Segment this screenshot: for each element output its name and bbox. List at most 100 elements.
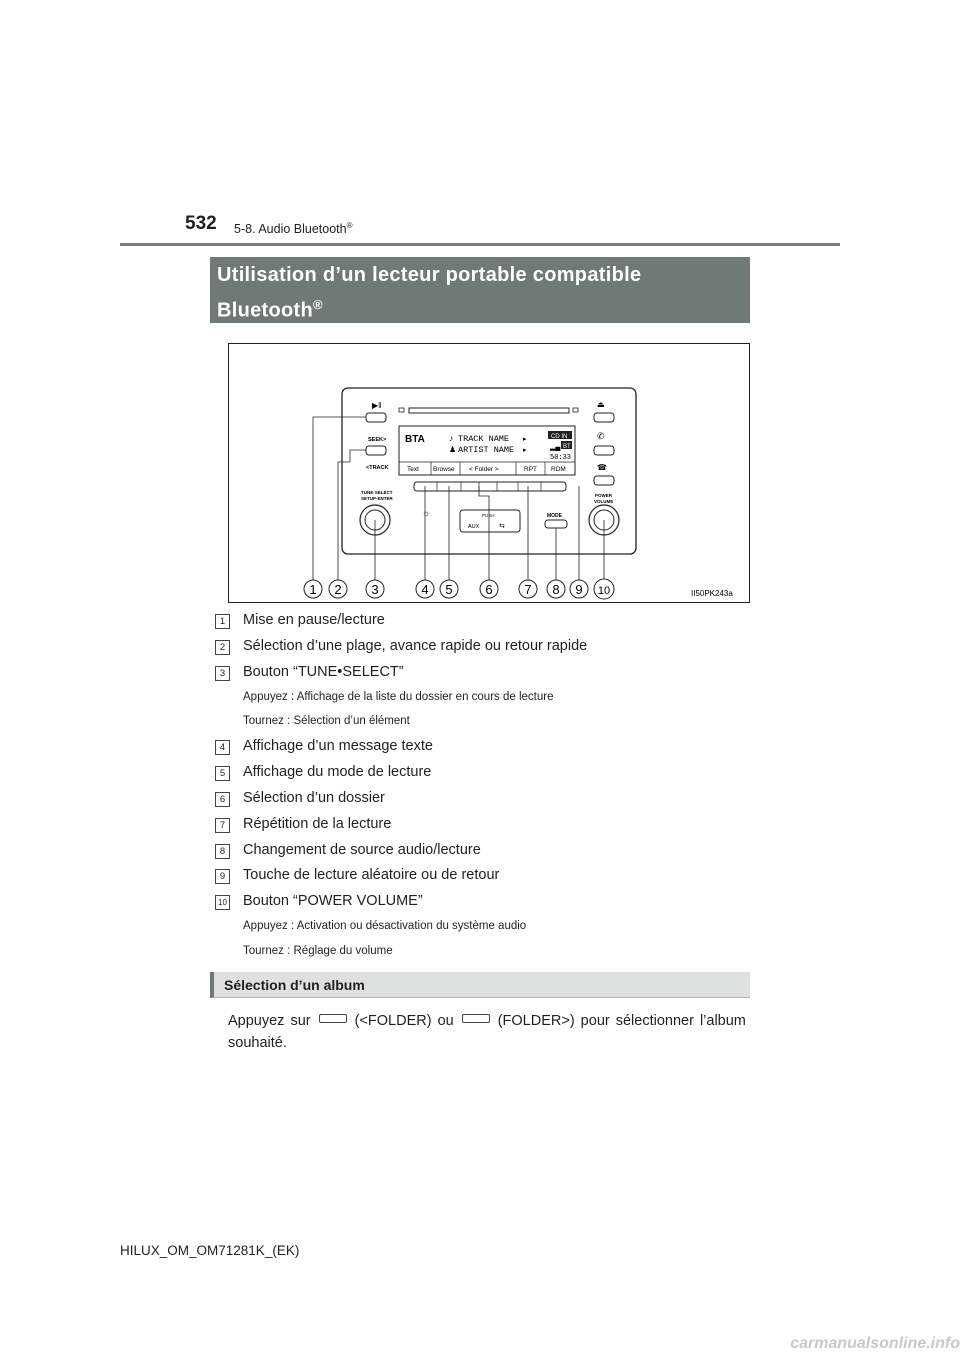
play-pause-icon: ▶‖: [372, 401, 381, 410]
item-text: Changement de source audio/lecture: [243, 842, 481, 858]
audio-unit-illustration: BTA ♪ TRACK NAME ♟ ARTIST NAME ▸ ▸ CD IN…: [303, 387, 733, 600]
phone-icon: ✆: [597, 431, 605, 441]
callout-3-label: 3: [371, 582, 378, 597]
album-text-d: souhaité.: [228, 1035, 287, 1051]
album-text-c: (FOLDER>) pour sélectionner l’album: [497, 1013, 746, 1029]
item-number: 9: [215, 869, 230, 884]
item-number: 7: [215, 818, 230, 833]
setup-enter-label: SETUP·ENTER: [361, 496, 394, 501]
footer-code: HILUX_OM_OM71281K_(EK): [120, 1243, 300, 1258]
callout-7: [518, 579, 538, 599]
aux-label: AUX: [468, 524, 480, 530]
softkey-browse-label: Browse: [433, 466, 455, 473]
phone-button: [593, 445, 615, 456]
title-registered-mark: ®: [313, 297, 323, 312]
callout-markers: 1 2 3 4 5 6 7 8 9 10: [303, 578, 615, 600]
softkey-rdm-label: RDM: [551, 466, 566, 473]
header-rule: [120, 243, 840, 246]
cd-in-label: CD IN: [551, 434, 567, 440]
callout-9-label: 9: [575, 582, 582, 597]
page-title: Utilisation d’un lecteur portable compat…: [217, 261, 747, 326]
section-title: 5-8. Audio Bluetooth®: [234, 221, 353, 236]
callout-10-label: 10: [598, 585, 610, 597]
cd-slot: [408, 407, 570, 414]
album-text-a: Appuyez sur: [228, 1013, 311, 1029]
figure-code: II50PK243a: [691, 589, 733, 598]
callout-1-label: 1: [309, 582, 316, 597]
page-title-line2: Bluetooth: [217, 299, 314, 322]
item-number: 10: [215, 895, 230, 910]
seek-track-button: [365, 445, 387, 456]
audio-unit-figure: BTA ♪ TRACK NAME ♟ ARTIST NAME ▸ ▸ CD IN…: [228, 343, 750, 603]
cd-slot-led-left: [398, 407, 405, 413]
watermark: carmanualsonline.info: [790, 1335, 960, 1352]
sub-note: Tournez : Sélection d’un élément: [243, 715, 410, 727]
callout-4-label: 4: [421, 582, 428, 597]
callout-2: [328, 579, 348, 599]
tune-select-label: TUNE·SELECT: [361, 490, 393, 495]
hang-up-icon: ☎: [597, 463, 607, 472]
callout-6: [479, 579, 499, 599]
cd-in-badge: [548, 431, 572, 439]
item-number: 1: [215, 614, 230, 629]
hang-up-button: [593, 475, 615, 486]
item-text: Bouton “TUNE•SELECT”: [243, 664, 404, 680]
callout-3: [365, 579, 385, 599]
item-text: Touche de lecture aléatoire ou de retour: [243, 867, 500, 883]
push-label: PUSH: [482, 513, 495, 518]
signal-icon: ▂▄: [549, 444, 560, 452]
eject-icon: ⏏: [597, 400, 605, 409]
bt-badge: [561, 441, 572, 449]
album-instructions: Appuyez sur (<FOLDER) ou (FOLDER>) pour sé…: [228, 1013, 748, 1029]
callout-5-label: 5: [445, 582, 452, 597]
display-artist-icon: ♟: [449, 445, 456, 454]
callout-8-label: 8: [552, 582, 559, 597]
track-label: <TRACK: [366, 465, 388, 471]
softkey-buttons: [413, 481, 567, 492]
power-label: POWER: [595, 493, 613, 498]
mode-label: MODE: [547, 513, 563, 519]
callout-6-label: 6: [485, 582, 492, 597]
light-sensor-icon: ☼: [422, 508, 430, 518]
item-text: Sélection d’une plage, avance rapide ou …: [243, 638, 588, 654]
play-pause-button: [365, 412, 387, 423]
display-arrow-icon: ▸: [523, 436, 527, 443]
display-source: BTA: [405, 434, 425, 445]
item-number: 4: [215, 740, 230, 755]
display-arrow-icon: ▸: [523, 447, 527, 454]
page-title-line1: Utilisation d’un lecteur portable compat…: [217, 264, 642, 286]
callout-2-label: 2: [334, 582, 341, 597]
folder-prev-button-icon: [318, 1014, 347, 1024]
item-text: Répétition de la lecture: [243, 816, 392, 832]
display-track-icon: ♪: [449, 433, 453, 443]
callout-9: [569, 579, 589, 599]
softkey-folder-label: < Folder >: [469, 466, 499, 473]
sub-note: Appuyez : Affichage de la liste du dossi…: [243, 691, 554, 703]
item-number: 5: [215, 766, 230, 781]
mode-button: [544, 519, 568, 529]
item-text: Bouton “POWER VOLUME”: [243, 893, 423, 909]
callout-8: [546, 579, 566, 599]
callout-1: [303, 579, 323, 599]
page-number: 532: [185, 213, 217, 234]
bt-label: BT: [563, 444, 571, 450]
item-number: 8: [215, 844, 230, 859]
item-text: Affichage du mode de lecture: [243, 764, 432, 780]
item-text: Affichage d’un message texte: [243, 738, 433, 754]
item-number: 3: [215, 666, 230, 681]
display-track: TRACK NAME: [458, 434, 509, 444]
display-time: 50:33: [550, 454, 571, 462]
seek-label: SEEK>: [368, 437, 386, 443]
softkey-rpt-label: RPT: [524, 466, 537, 473]
callout-lines: [312, 416, 605, 582]
callout-5: [439, 579, 459, 599]
display-screen: [398, 425, 576, 476]
softkey-text-label: Text: [407, 466, 419, 473]
title-band: [210, 257, 750, 323]
album-text-b: (<FOLDER) ou: [354, 1013, 454, 1029]
item-text: Mise en pause/lecture: [243, 612, 385, 628]
section-title-text: 5-8. Audio Bluetooth: [234, 222, 347, 237]
display-artist: ARTIST NAME: [458, 445, 514, 455]
item-text: Sélection d’un dossier: [243, 790, 385, 806]
sub-section-heading: Sélection d’un album: [224, 977, 365, 993]
